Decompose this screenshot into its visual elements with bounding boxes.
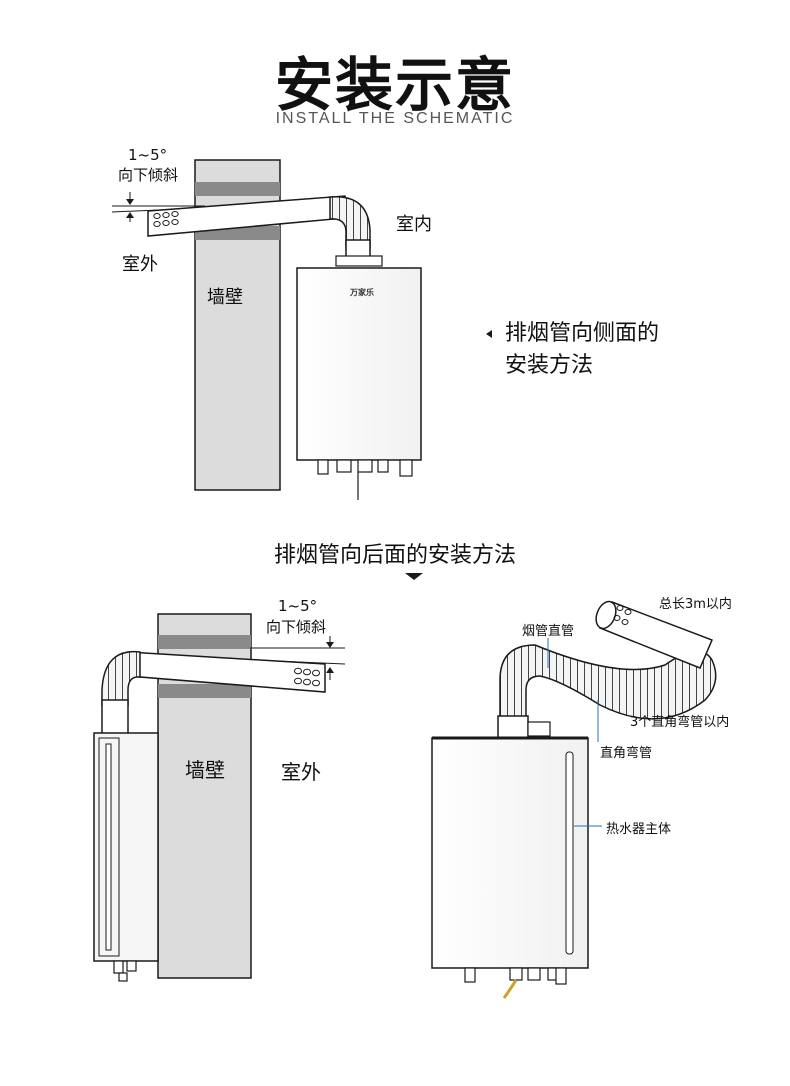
page-title: 安装示意 xyxy=(274,51,515,119)
mount-bracket xyxy=(527,721,551,737)
page-subtitle: INSTALL THE SCHEMATIC xyxy=(275,110,515,127)
heater-body-label: 热水器主体 xyxy=(606,822,672,837)
angle-label: 1~5° xyxy=(278,597,318,615)
side-install-diagram xyxy=(111,159,422,500)
arrow-left-icon xyxy=(486,330,492,338)
total-length-label: 总长3m以内 xyxy=(659,597,732,612)
bottom-fittings xyxy=(113,960,137,982)
angle-arrow-down-head xyxy=(126,199,134,205)
outdoor-label: 室外 xyxy=(122,254,158,275)
vertical-pipe xyxy=(497,715,529,739)
side-method-line2: 安装方法 xyxy=(505,353,594,378)
angle-arrow-up-head xyxy=(326,667,334,673)
water-heater-unit xyxy=(296,267,422,461)
vertical-pipe xyxy=(101,699,129,735)
bottom-fittings xyxy=(317,459,413,500)
slope-label: 向下倾斜 xyxy=(266,618,327,636)
side-method-line1: 排烟管向侧面的 xyxy=(505,321,660,346)
rear-method-heading: 排烟管向后面的安装方法 xyxy=(273,543,516,568)
angle-label: 1~5° xyxy=(128,146,168,164)
corrugated-pipe xyxy=(499,644,717,723)
gas-hose xyxy=(502,979,518,999)
brand-logo: 万家乐 xyxy=(350,288,374,297)
bottom-fittings xyxy=(464,967,567,985)
elbow-limit-label: 3个直角弯管以内 xyxy=(630,715,730,730)
mount-bracket xyxy=(335,255,383,267)
outdoor-label: 室外 xyxy=(281,760,321,784)
water-heater-unit xyxy=(431,737,589,969)
elbow-label: 直角弯管 xyxy=(600,746,653,761)
rear-install-diagram xyxy=(93,613,346,982)
arrow-down-icon xyxy=(405,573,423,580)
indoor-label: 室内 xyxy=(396,214,432,235)
angle-arrow-up-head xyxy=(126,212,134,218)
heater-light-strip xyxy=(565,751,574,955)
wall-label: 墙壁 xyxy=(207,287,243,308)
heater-light-strip xyxy=(105,743,112,951)
angle-arrow-down-head xyxy=(326,642,334,648)
water-heater-unit-side xyxy=(93,732,159,962)
pipe-outlet-holes xyxy=(613,605,632,625)
wall-band xyxy=(158,684,251,698)
wall-band xyxy=(158,635,251,649)
slope-label: 向下倾斜 xyxy=(118,166,179,184)
pipe-outlet-holes xyxy=(294,667,320,687)
straight-pipe-label: 烟管直管 xyxy=(522,624,575,639)
pipe-elbow xyxy=(101,650,141,706)
parts-diagram xyxy=(431,600,717,999)
wall-band xyxy=(195,182,280,196)
wall-label: 墙壁 xyxy=(185,758,225,782)
heater-front-panel xyxy=(98,737,120,957)
pipe-outlet-holes xyxy=(153,211,179,227)
